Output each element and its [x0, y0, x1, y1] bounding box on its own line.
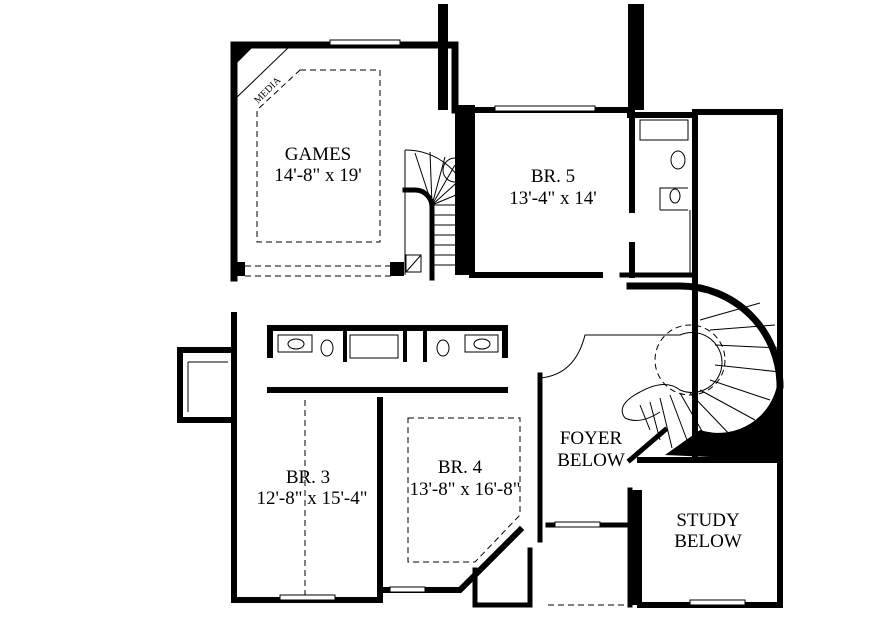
foyer-line1: FOYER [560, 428, 623, 449]
study-room [628, 457, 783, 608]
br3-size: 12'-8" x 15'-4" [256, 488, 367, 509]
games-size: 14'-8" x 19' [274, 165, 361, 186]
games-room [230, 39, 459, 282]
games-name: GAMES [285, 144, 352, 165]
br5-name: BR. 5 [531, 166, 575, 187]
br3-room [231, 397, 383, 603]
br5-size: 13'-4" x 14' [509, 188, 596, 209]
study-line1: STUDY [676, 510, 740, 531]
study-line2: BELOW [674, 531, 742, 552]
bath-row [267, 325, 508, 393]
upper-tower [438, 4, 644, 275]
media-label: MEDIA [252, 75, 284, 107]
br4-room [377, 417, 633, 608]
br4-size: 13'-8" x 16'-8" [409, 479, 520, 500]
foyer-line2: BELOW [557, 450, 625, 471]
left-bay [177, 312, 237, 603]
br5-room [469, 105, 783, 463]
br3-name: BR. 3 [286, 467, 330, 488]
br4-name: BR. 4 [438, 457, 483, 478]
